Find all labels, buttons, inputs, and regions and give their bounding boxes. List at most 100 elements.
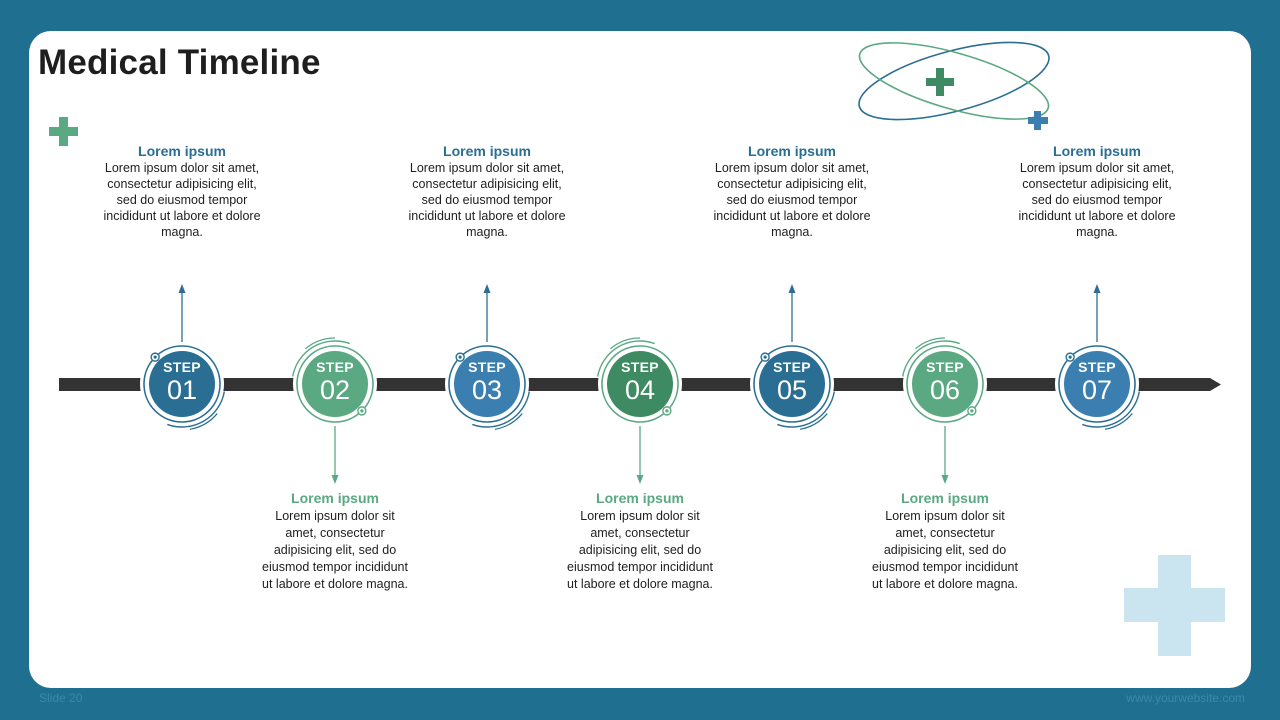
connector-arrowhead	[1093, 284, 1101, 293]
connector-arrowhead	[941, 475, 949, 484]
step-marker-04	[596, 337, 682, 484]
step-node-dot	[360, 409, 364, 413]
step-heading: Lorem ipsum	[596, 490, 684, 506]
orbit-logo-icon	[858, 41, 1050, 130]
plus-icon	[49, 117, 78, 146]
step-number: 01	[166, 375, 198, 405]
connector-arrowhead	[331, 475, 339, 484]
step-body: Lorem ipsum dolor sit amet, consectetur …	[1018, 161, 1176, 239]
step-outer-arc-small	[799, 413, 828, 430]
step-word: STEP	[1078, 359, 1116, 375]
step-outer-arc	[1082, 391, 1141, 428]
step-marker-05	[750, 284, 836, 430]
step-number: 03	[471, 375, 503, 405]
step-word: STEP	[926, 359, 964, 375]
step-heading: Lorem ipsum	[748, 143, 836, 159]
step-outer-arc	[596, 340, 655, 377]
step-outer-arc-small	[1104, 413, 1133, 430]
step-disc	[912, 351, 978, 417]
step-body: Lorem ipsum dolor sit amet, consectetur …	[408, 161, 566, 239]
step-outer-arc-small	[610, 337, 641, 350]
step-number: 07	[1081, 375, 1113, 405]
step-outer-arc	[167, 391, 226, 428]
step-word: STEP	[316, 359, 354, 375]
decorations	[49, 41, 1225, 656]
step-outer-arc-small	[305, 337, 336, 350]
step-node-dot	[458, 355, 462, 359]
large-cross-icon	[1124, 555, 1225, 656]
website-link[interactable]: www.yourwebsite.com	[1126, 691, 1245, 705]
step-node-dot	[970, 409, 974, 413]
step-ring	[143, 345, 221, 423]
step-heading: Lorem ipsum	[291, 490, 379, 506]
step-number: 05	[776, 375, 808, 405]
step-word: STEP	[163, 359, 201, 375]
step-ring	[1058, 345, 1136, 423]
step-heading: Lorem ipsum	[443, 143, 531, 159]
slide-number: Slide 20	[39, 691, 83, 705]
step-outer-arc	[472, 391, 531, 428]
step-body: Lorem ipsum dolor sit amet, consectetur …	[872, 509, 1018, 591]
step-disc	[1064, 351, 1130, 417]
step-marker-07	[1055, 284, 1141, 430]
connector-arrowhead	[483, 284, 491, 293]
timeline-arrowhead	[1210, 378, 1221, 391]
connector-arrowhead	[636, 475, 644, 484]
step-marker-03	[445, 284, 531, 430]
step-node-dot	[1068, 355, 1072, 359]
timeline	[59, 284, 1221, 484]
step-node-dot	[665, 409, 669, 413]
connector-arrowhead	[178, 284, 186, 293]
step-outer-arc	[901, 340, 960, 377]
step-ring	[448, 345, 526, 423]
step-disc	[149, 351, 215, 417]
step-word: STEP	[773, 359, 811, 375]
step-disc	[607, 351, 673, 417]
step-node-dot	[763, 355, 767, 359]
step-outer-arc-small	[915, 337, 946, 350]
step-marker-06	[901, 337, 987, 484]
step-number: 06	[929, 375, 961, 405]
step-body: Lorem ipsum dolor sit amet, consectetur …	[567, 509, 713, 591]
step-body: Lorem ipsum dolor sit amet, consectetur …	[103, 161, 261, 239]
step-ring	[906, 345, 984, 423]
step-word: STEP	[468, 359, 506, 375]
step-number: 04	[624, 375, 656, 405]
step-disc	[759, 351, 825, 417]
step-number: 02	[319, 375, 351, 405]
step-heading: Lorem ipsum	[1053, 143, 1141, 159]
step-body: Lorem ipsum dolor sit amet, consectetur …	[713, 161, 871, 239]
step-ring	[753, 345, 831, 423]
step-outer-arc	[777, 391, 836, 428]
step-outer-arc	[291, 340, 350, 377]
step-ring	[601, 345, 679, 423]
step-ring	[296, 345, 374, 423]
step-heading: Lorem ipsum	[138, 143, 226, 159]
connector-arrowhead	[788, 284, 796, 293]
step-disc	[302, 351, 368, 417]
step-disc	[454, 351, 520, 417]
step-marker-01	[140, 284, 226, 430]
step-heading: Lorem ipsum	[901, 490, 989, 506]
step-outer-arc-small	[494, 413, 523, 430]
step-word: STEP	[621, 359, 659, 375]
step-node-dot	[153, 355, 157, 359]
step-outer-arc-small	[189, 413, 218, 430]
step-body: Lorem ipsum dolor sit amet, consectetur …	[262, 509, 408, 591]
slide-title: Medical Timeline	[38, 43, 321, 82]
